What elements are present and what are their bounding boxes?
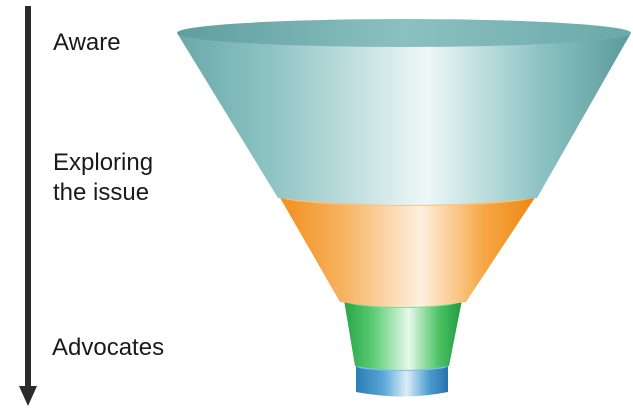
stage-label-exploring: Exploring the issue	[53, 149, 154, 206]
funnel-segment-aware	[177, 19, 631, 205]
stage-label-advocates: Advocates	[52, 334, 165, 361]
down-arrow-icon	[19, 6, 37, 406]
stage-label-aware: Aware	[53, 29, 121, 56]
